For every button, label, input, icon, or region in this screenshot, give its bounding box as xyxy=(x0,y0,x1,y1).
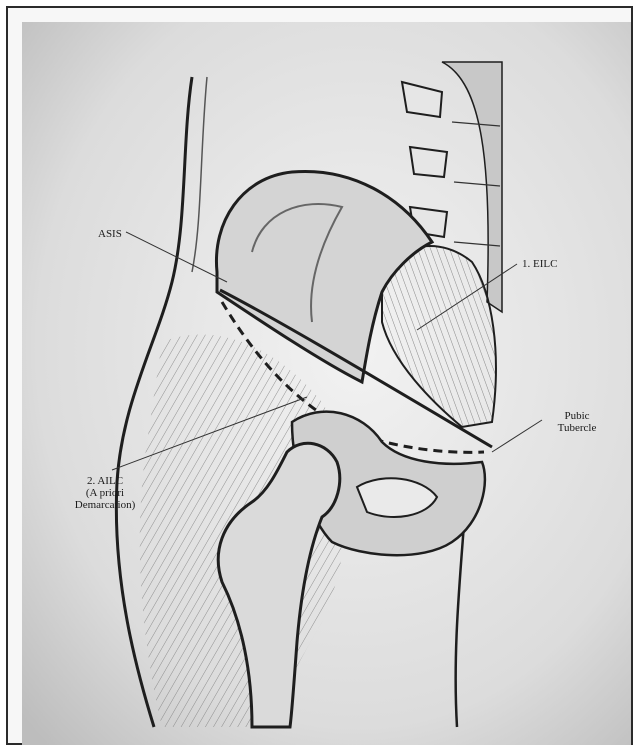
anatomical-sketch: ASIS 1. EILC Pubic Tubercle 2. AILC (A p… xyxy=(22,22,631,745)
eilc-label: 1. EILC xyxy=(522,258,557,270)
ailc-label-line1: 2. AILC xyxy=(60,475,150,487)
figure-frame: ASIS 1. EILC Pubic Tubercle 2. AILC (A p… xyxy=(6,6,633,745)
ailc-label-line3: Demarcation) xyxy=(60,499,150,511)
asis-label: ASIS xyxy=(98,228,122,240)
pubic-tubercle-label-line2: Tubercle xyxy=(547,422,607,434)
paper-background xyxy=(22,22,631,745)
pelvis-drawing xyxy=(22,22,631,745)
pubic-tubercle-label-line1: Pubic xyxy=(547,410,607,422)
ailc-label: 2. AILC (A priori Demarcation) xyxy=(60,475,150,511)
ailc-label-line2: (A priori xyxy=(60,487,150,499)
pubic-tubercle-label: Pubic Tubercle xyxy=(547,410,607,434)
